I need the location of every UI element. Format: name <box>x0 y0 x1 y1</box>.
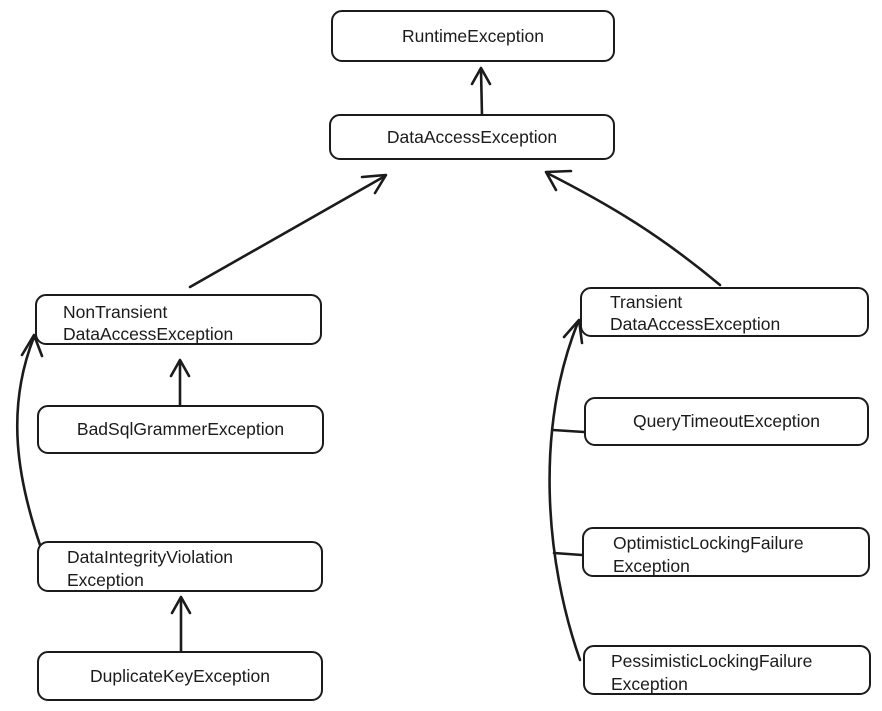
edge-dataaccess-to-runtime <box>479 68 484 118</box>
non-transient-label-line2: DataAccessException <box>63 324 234 344</box>
bad-sql-grammer-exception-node: BadSqlGrammerException <box>37 405 324 454</box>
data-access-exception-label: DataAccessException <box>386 126 558 147</box>
optimistic-locking-failure-exception-node: OptimisticLockingFailure Exception <box>582 527 870 577</box>
query-timeout-label: QueryTimeoutException <box>632 411 821 431</box>
optimistic-label-line1: OptimisticLockingFailure <box>613 533 804 553</box>
non-transient-label-line1: NonTransient <box>63 302 168 322</box>
arrowhead-nontransient-mid <box>169 358 191 378</box>
data-access-exception-node: DataAccessException <box>329 114 615 160</box>
data-integrity-label-line2: Exception <box>67 570 144 590</box>
runtime-exception-node: RuntimeException <box>331 10 615 62</box>
pessimistic-label-line2: Exception <box>611 674 688 694</box>
transient-label-line1: Transient <box>610 292 683 312</box>
non-transient-exception-node: NonTransient DataAccessException <box>35 294 322 345</box>
edge-dataintegrity-to-nontransient <box>15 335 42 547</box>
arrowhead-nontransient-left <box>20 333 44 358</box>
transient-exception-node: Transient DataAccessException <box>580 287 869 337</box>
duplicate-key-label: DuplicateKeyException <box>90 665 270 686</box>
bad-sql-grammer-label: BadSqlGrammerException <box>76 419 285 439</box>
data-integrity-violation-exception-node: DataIntegrityViolation Exception <box>37 541 323 592</box>
runtime-exception-label: RuntimeException <box>401 25 545 46</box>
duplicate-key-exception-node: DuplicateKeyException <box>37 651 323 701</box>
arrowhead-runtime <box>470 66 492 86</box>
arrowhead-dataintegrity <box>170 595 192 615</box>
edge-optimistic-to-spine <box>552 551 584 557</box>
arrowhead-dataaccess-left <box>360 173 388 195</box>
edge-transient-to-dataaccess <box>545 171 722 287</box>
query-timeout-exception-node: QueryTimeoutException <box>584 397 869 446</box>
edge-querytimeout-to-spine <box>551 428 586 434</box>
edge-spine-to-transient <box>548 320 582 662</box>
pessimistic-label-line1: PessimisticLockingFailure <box>611 651 813 671</box>
arrowhead-transient <box>562 318 584 345</box>
transient-label-line2: DataAccessException <box>610 314 781 334</box>
optimistic-label-line2: Exception <box>613 556 690 576</box>
edge-nontransient-to-dataaccess <box>188 174 387 289</box>
arrowhead-dataaccess-right <box>544 169 573 192</box>
data-integrity-label-line1: DataIntegrityViolation <box>67 547 234 567</box>
pessimistic-locking-failure-exception-node: PessimisticLockingFailure Exception <box>583 645 871 695</box>
